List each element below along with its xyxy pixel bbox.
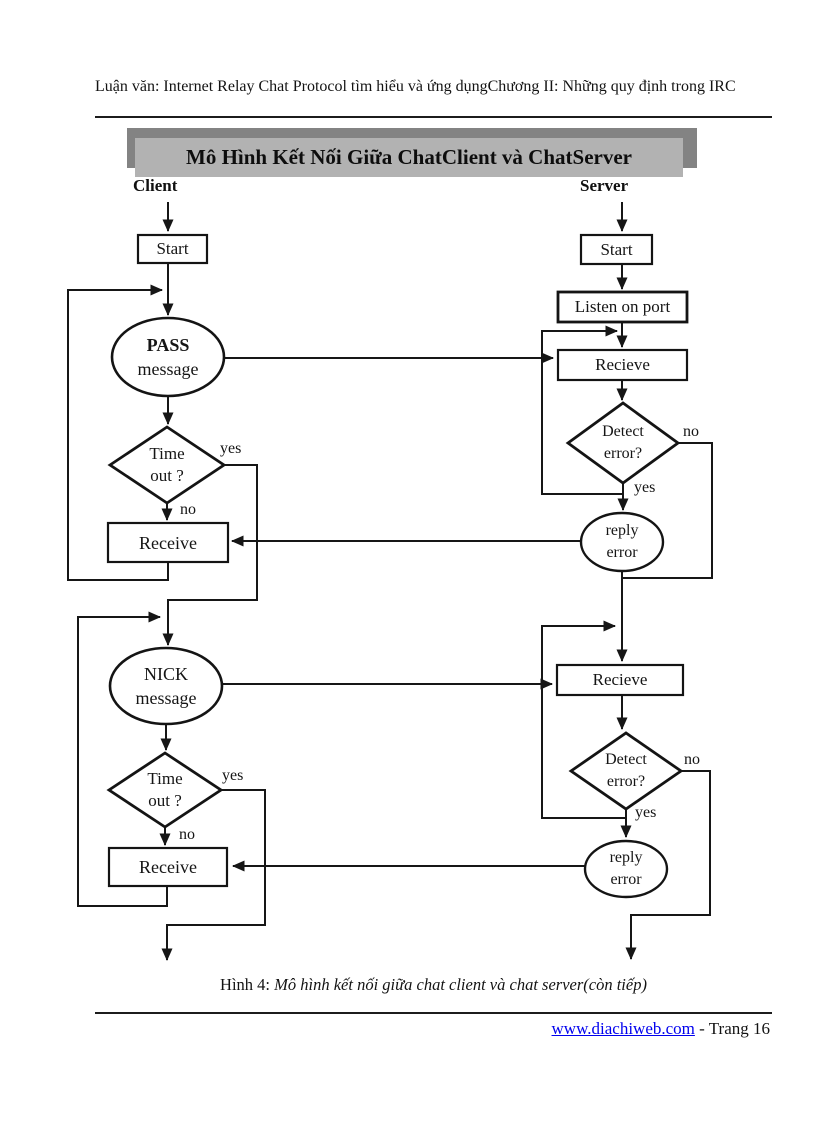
reply-error1-label: reply error (581, 513, 663, 571)
edge-label-server-no1: no (683, 423, 699, 440)
timeout2-line2: out ? (148, 791, 182, 810)
nick-message-label: NICK message (110, 648, 222, 724)
connector-timeout1-yes-nick (162, 464, 258, 646)
footer-link[interactable]: www.diachiweb.com (551, 1019, 695, 1038)
detect-error1-label: Detect error? (568, 404, 678, 482)
edge-label-server-no2: no (684, 751, 700, 768)
timeout2-label: Time out ? (109, 754, 221, 826)
nick-message-ellipse (108, 646, 224, 726)
client-receive1-box (106, 521, 230, 564)
timeout1-line2: out ? (150, 466, 184, 485)
nick-line1: NICK (144, 664, 188, 684)
connector-detect2-no-exit (625, 770, 711, 960)
title-banner: Mô Hình Kết Nối Giữa ChatClient và ChatS… (135, 138, 683, 177)
connector-detect1-no (623, 442, 713, 579)
server-recieve2-box (555, 663, 685, 697)
flow-connectors (67, 202, 713, 961)
edge-label-no2: no (179, 826, 195, 843)
reply1-line2: error (606, 544, 638, 561)
connector-receive2-loop (77, 611, 168, 907)
client-receive1-label: Receive (139, 532, 197, 553)
edge-label-yes2: yes (222, 767, 244, 784)
reply-error2-ellipse (583, 839, 669, 899)
edge-label-server-yes2: yes (635, 804, 657, 821)
detect-error2-label: Detect error? (571, 734, 681, 808)
pass-message-label: PASS message (112, 318, 224, 396)
flow-shapes (106, 233, 689, 899)
reply-error2-label: reply error (585, 841, 667, 897)
server-recieve1-label: Recieve (595, 355, 650, 374)
client-receive2-box (107, 846, 229, 888)
server-start-box (579, 233, 654, 266)
pass-line2: message (137, 359, 199, 379)
detect1-line2: error? (603, 445, 643, 462)
detect-error1-diamond (565, 401, 681, 485)
detect1-line1: Detect (602, 423, 644, 440)
reply2-line1: reply (609, 849, 643, 866)
listen-on-port-box (556, 290, 689, 324)
timeout1-line1: Time (149, 444, 185, 463)
figure-caption-body: Mô hình kết nối giữa chat client và chat… (274, 975, 647, 994)
reply-error1-ellipse (579, 511, 665, 573)
reply1-line1: reply (605, 522, 639, 539)
timeout1-diamond (107, 425, 227, 505)
client-receive2-label: Receive (139, 857, 197, 877)
column-label-server: Server (580, 176, 629, 195)
edge-label-yes1: yes (220, 440, 242, 457)
detect2-line2: error? (606, 773, 646, 790)
page-header-text: Luận văn: Internet Relay Chat Protocol t… (95, 78, 736, 95)
nick-line2: message (135, 688, 197, 708)
connector-server-loop1 (541, 325, 623, 495)
client-start-box (136, 233, 209, 265)
timeout2-line1: Time (147, 769, 183, 788)
timeout1-label: Time out ? (110, 428, 224, 502)
client-start-label: Start (156, 239, 189, 258)
detect2-line1: Detect (605, 751, 647, 768)
edge-label-server-yes1: yes (634, 479, 656, 496)
pass-line1: PASS (146, 335, 190, 355)
header-rule (95, 116, 772, 118)
footer-rule (95, 1012, 772, 1014)
listen-on-port-label: Listen on port (574, 297, 671, 316)
column-label-client: Client (133, 176, 178, 195)
server-start-label: Start (600, 239, 633, 259)
figure-caption: Hình 4: Mô hình kết nối giữa chat client… (95, 975, 772, 995)
timeout2-diamond (106, 751, 224, 829)
edge-label-no1: no (180, 501, 196, 518)
connector-timeout2-yes-exit (161, 789, 266, 961)
server-recieve2-label: Recieve (592, 670, 648, 689)
reply2-line2: error (610, 871, 642, 888)
footer-page-number: - Trang 16 (694, 1019, 770, 1038)
server-recieve1-box (556, 348, 689, 382)
connector-receive1-loop (67, 284, 169, 581)
figure-caption-prefix: Hình 4: (220, 975, 275, 994)
page-footer: www.diachiweb.com - Trang 16 (552, 1019, 770, 1039)
detect-error2-diamond (568, 731, 684, 811)
pass-message-ellipse (110, 316, 226, 398)
connector-server-loop2 (541, 620, 626, 819)
